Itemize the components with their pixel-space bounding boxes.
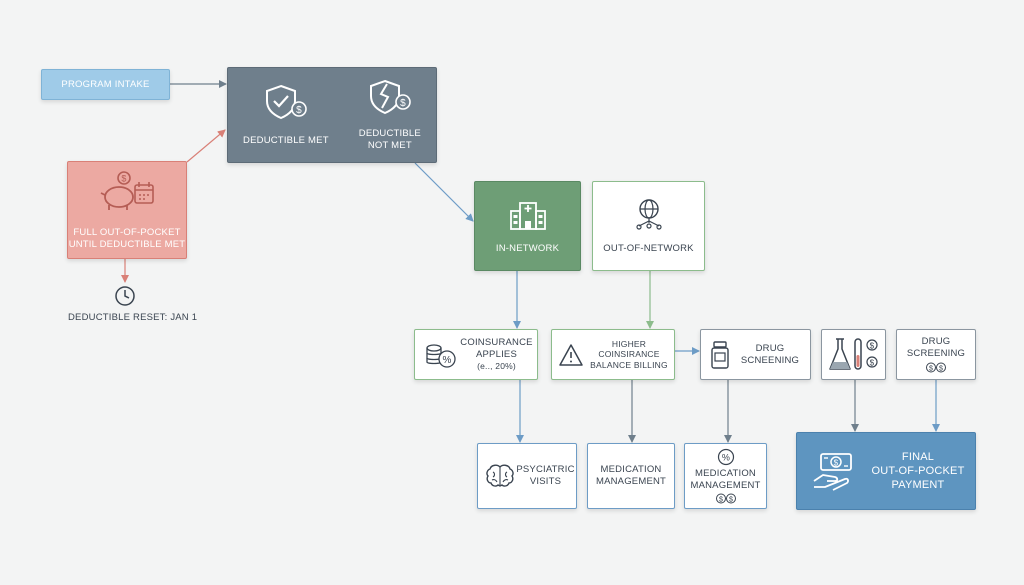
deductible-reset-label: DEDUCTIBLE RESET: JAN 1 [68, 312, 198, 323]
svg-text:$: $ [869, 358, 874, 367]
psychiatric-visits-node: PSYCIATRIC VISITS [477, 443, 577, 509]
higher-coinsurance-text: HIGHER COINSIRANCE BALANCE BILLING [584, 339, 674, 371]
brain-icon [486, 464, 514, 487]
full-oop-line2: UNTIL DEDUCTIBLE MET [68, 239, 186, 250]
svg-text:$: $ [296, 105, 302, 116]
in-network-label: IN-NETWORK [495, 243, 560, 255]
broken-shield-dollar-icon: $ [369, 80, 411, 115]
coinsurance-text: COINSURANCE APPLIES (e.., 20%) [456, 337, 537, 371]
svg-text:$: $ [718, 497, 722, 504]
warning-icon [559, 343, 583, 366]
svg-text:$: $ [869, 341, 874, 350]
deductible-met-group: $ DEDUCTIBLE MET [243, 83, 329, 147]
arrow-fulloop-to-deductible [186, 129, 226, 163]
medication-management-node-1: MEDICATION MANAGEMENT [587, 443, 675, 509]
svg-text:$: $ [939, 365, 943, 372]
network-globe-icon [635, 199, 662, 230]
piggy-bank-calendar-icon: $ [100, 171, 154, 211]
med-mgmt-2-line1: MEDICATION [695, 467, 756, 479]
drug-screening-line1: DRUG [921, 336, 951, 348]
final-line1: FINAL [901, 450, 935, 463]
med-mgmt-1-line1: MEDICATION [600, 464, 662, 476]
svg-text:%: % [721, 452, 729, 462]
final-line2: OUT-OF-POCKET [871, 464, 965, 477]
higher-coinsurance-line1: HIGHER COINSIRANCE [598, 338, 660, 360]
lab-tests-node: $ $ [821, 329, 886, 380]
svg-text:$: $ [121, 174, 126, 184]
full-oop-line1: FULL OUT-OF-POCKET [73, 227, 181, 239]
med-mgmt-2-line2: MANAGEMENT [690, 479, 761, 491]
higher-coinsurance-line2: BALANCE BILLING [590, 359, 668, 370]
higher-coinsurance-node: HIGHER COINSIRANCE BALANCE BILLING [551, 329, 675, 380]
hand-cash-icon: $ [813, 453, 852, 491]
drug-screening-node: DRUG SCREENING $ $ [896, 329, 976, 380]
svg-text:$: $ [929, 365, 933, 372]
final-line3: PAYMENT [891, 479, 945, 492]
psychiatric-line1: PSYCIATRIC [516, 464, 575, 476]
drug-scneening-line1: DRUG [755, 342, 785, 354]
drug-scneening-node: DRUG SCNEENING [700, 329, 811, 380]
svg-text:$: $ [728, 497, 732, 504]
coinsurance-line2: APPLIES [475, 349, 517, 361]
clock-icon [115, 286, 135, 306]
flask-test-tube-icon: $ $ [828, 337, 878, 370]
deductible-not-met-group: $ DEDUCTIBLE NOT MET [359, 78, 421, 152]
deductible-not-met-line1: DEDUCTIBLE [358, 128, 421, 140]
pill-bottle-icon [711, 340, 729, 369]
percent-icon: % [717, 448, 734, 465]
drug-scneening-line2: SCNEENING [740, 354, 800, 366]
deductible-met-label: DEDUCTIBLE MET [243, 135, 329, 147]
program-intake-label: PROGRAM INTAKE [61, 78, 150, 90]
program-intake-node: PROGRAM INTAKE [41, 69, 170, 100]
final-text: FINAL OUT-OF-POCKET PAYMENT [861, 450, 975, 493]
drug-scneening-text: DRUG SCNEENING [730, 343, 810, 367]
deductible-node: $ DEDUCTIBLE MET $ DEDUCTIBLE NOT MET [227, 67, 437, 163]
shield-check-dollar-icon: $ [265, 85, 307, 120]
hospital-icon [509, 202, 546, 230]
full-out-of-pocket-node: $ FULL OUT-OF-POCKET UNTIL DEDUCTIBLE ME… [67, 161, 187, 259]
out-of-network-label: OUT-OF-NETWORK [603, 243, 694, 255]
out-of-network-node: OUT-OF-NETWORK [592, 181, 705, 271]
svg-text:$: $ [834, 459, 839, 468]
coinsurance-line1: COINSURANCE [460, 337, 533, 349]
coinsurance-node: % COINSURANCE APPLIES (e.., 20%) [414, 329, 538, 380]
medication-management-node-2: % MEDICATION MANAGEMENT $ $ [684, 443, 767, 509]
drug-screening-line2: SCREENING [906, 348, 966, 359]
final-payment-node: $ FINAL OUT-OF-POCKET PAYMENT [796, 432, 976, 510]
in-network-node: IN-NETWORK [474, 181, 581, 271]
med-mgmt-1-line2: MANAGEMENT [595, 476, 667, 487]
deductible-not-met-line2: NOT MET [367, 140, 412, 151]
psychiatric-text: PSYCIATRIC VISITS [515, 464, 576, 488]
psychiatric-line2: VISITS [529, 476, 562, 487]
coins-icon: $ $ [715, 493, 736, 504]
coins-icon: $ $ [926, 362, 946, 373]
coinsurance-line3: (e.., 20%) [477, 361, 516, 372]
arrow-deductible-to-innetwork [414, 162, 474, 222]
svg-text:$: $ [400, 98, 406, 109]
coins-percent-icon: % [426, 343, 456, 368]
svg-text:%: % [442, 355, 451, 366]
